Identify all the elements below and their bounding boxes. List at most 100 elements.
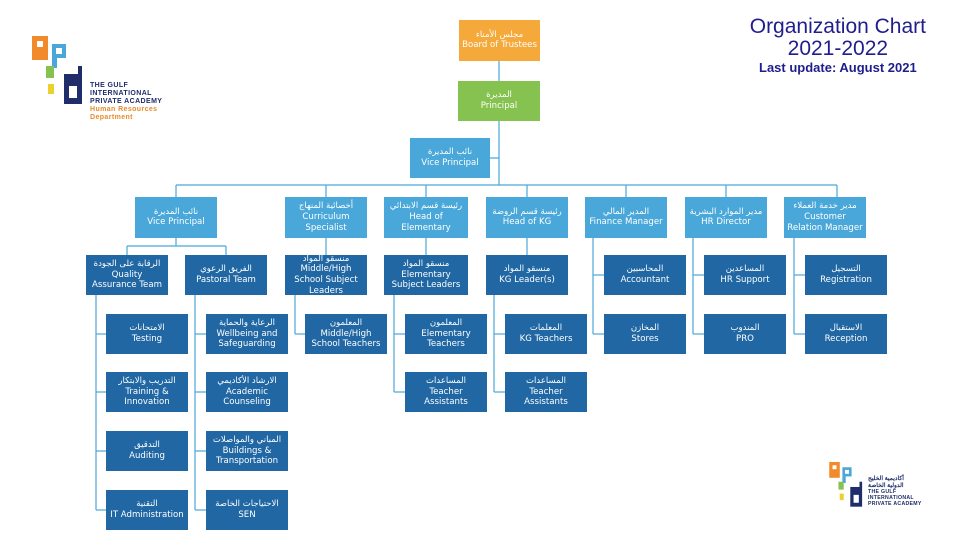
node-head-of-elementary: رئيسة قسم الابتدائي Head of Elementary	[384, 197, 468, 238]
node-board-ar: مجلس الأمناء	[475, 29, 524, 40]
node-mhs-subject-leaders: منسقو المواد Middle/High School Subject …	[285, 253, 367, 296]
node-sen: الاحتياجات الخاصة SEN	[206, 490, 288, 530]
node-elementary-teacher-assistants: المساعدات Teacher Assistants	[405, 372, 487, 412]
academy-name-small: أكاديمية الخليج الدولية الخاصة THE GULF …	[868, 476, 922, 508]
node-pro-ar: المندوب	[730, 323, 760, 334]
node-auditing-en: Auditing	[129, 450, 165, 461]
academy-logo-mark-small	[829, 462, 863, 507]
node-academic-counseling: الارشاد الأكاديمي Academic Counseling	[206, 372, 288, 412]
node-counseling-en: Academic Counseling	[223, 386, 271, 408]
node-hr-en: HR Director	[701, 217, 751, 228]
node-finance-manager: المدير المالي Finance Manager	[585, 197, 667, 238]
node-principal: المديرة Principal	[458, 81, 540, 121]
node-board-of-trustees: مجلس الأمناء Board of Trustees	[459, 20, 540, 61]
node-vp2-ar: نائب المديرة	[153, 206, 199, 217]
node-kg-teachers-en: KG Teachers	[519, 333, 573, 344]
node-it-ar: التقنية	[136, 499, 158, 510]
academy-arabic-line-2: الدولية الخاصة	[868, 482, 904, 489]
node-crm-en: Customer Relation Manager	[787, 212, 863, 233]
node-kg-teachers: المعلمات KG Teachers	[505, 314, 587, 354]
node-it-en: IT Administration	[110, 509, 184, 520]
node-wellbeing-en: Wellbeing and Safeguarding	[216, 328, 278, 350]
node-accountant: المحاسبين Accountant	[604, 255, 686, 295]
node-curriculum-ar: أخصائية المنهاج	[298, 201, 354, 212]
node-testing-en: Testing	[131, 333, 163, 344]
node-kg-leaders-ar: منسقو المواد	[503, 264, 551, 275]
node-elem-leaders-en: Elementary Subject Leaders	[391, 269, 461, 291]
node-head-kg-ar: رئيسة قسم الروضة	[492, 206, 562, 217]
node-training-ar: التدريب والابتكار	[118, 375, 176, 386]
node-kg-teacher-assistants: المساعدات Teacher Assistants	[505, 372, 587, 412]
node-buildings-en: Buildings & Transportation	[215, 445, 279, 467]
node-elementary-teachers: المعلمون Elementary Teachers	[405, 314, 487, 354]
node-stores-ar: المخازن	[630, 323, 660, 334]
academy-logo-mark	[32, 36, 82, 104]
node-registration-en: Registration	[820, 274, 872, 285]
academy-small-line-3: PRIVATE ACADEMY	[868, 500, 922, 507]
node-hr-support-en: HR Support	[720, 274, 770, 285]
node-training-en: Training & Innovation	[124, 386, 170, 408]
node-mhs-teachers-ar: المعلمون	[329, 317, 363, 328]
node-board-en: Board of Trustees	[462, 40, 537, 51]
node-hr-ar: مدير الموارد البشرية	[689, 206, 763, 217]
node-wellbeing-safeguarding: الرعاية والحماية Wellbeing and Safeguard…	[206, 314, 288, 354]
node-head-of-kg: رئيسة قسم الروضة Head of KG	[486, 197, 568, 238]
node-head-elem-en: Head of Elementary	[401, 212, 451, 233]
node-registration: التسجيل Registration	[805, 255, 887, 295]
node-stores: المخازن Stores	[604, 314, 686, 354]
node-hr-support-ar: المساعدين	[725, 264, 765, 275]
academy-name-line-2: INTERNATIONAL	[90, 90, 152, 98]
node-vice-principal: نائب المديرة Vice Principal	[135, 197, 217, 238]
node-mhs-teachers: المعلمون Middle/High School Teachers	[305, 314, 387, 354]
node-mhs-teachers-en: Middle/High School Teachers	[311, 328, 381, 350]
node-pastoral-ar: الفريق الرعوي	[200, 264, 252, 275]
node-training-innovation: التدريب والابتكار Training & Innovation	[106, 372, 188, 412]
node-finance-en: Finance Manager	[589, 217, 663, 228]
node-pastoral-team: الفريق الرعوي Pastoral Team	[185, 255, 267, 295]
node-it-administration: التقنية IT Administration	[106, 490, 188, 530]
title-line-1: Organization Chart	[749, 15, 926, 38]
chart-title: Organization Chart 2021-2022 Last update…	[749, 15, 926, 75]
department-line-1: Human Resources	[90, 106, 158, 114]
node-pro-en: PRO	[736, 333, 754, 344]
node-finance-ar: المدير المالي	[602, 206, 650, 217]
node-elementary-subject-leaders: منسقو المواد Elementary Subject Leaders	[384, 255, 468, 295]
node-curriculum-en: Curriculum Specialist	[302, 212, 350, 233]
node-vp-top-en: Vice Principal	[421, 157, 479, 168]
node-auditing-ar: التدقيق	[134, 440, 160, 451]
node-elem-teachers-ar: المعلمون	[429, 317, 463, 328]
node-quality-assurance-team: الرقابة على الجودة Quality Assurance Tea…	[86, 255, 168, 295]
node-pro: المندوب PRO	[704, 314, 786, 354]
academy-small-line-1: THE GULF	[868, 488, 897, 495]
node-reception-en: Reception	[824, 333, 868, 344]
node-vp-top-ar: نائب المديرة	[427, 147, 473, 158]
node-pastoral-en: Pastoral Team	[196, 274, 256, 285]
node-hr-director: مدير الموارد البشرية HR Director	[685, 197, 767, 238]
node-testing: الامتحانات Testing	[106, 314, 188, 354]
node-mhs-leaders-en: Middle/High School Subject Leaders	[294, 264, 358, 296]
node-reception: الاستقبال Reception	[805, 314, 887, 354]
title-line-2: 2021-2022	[787, 37, 889, 61]
academy-name-line-3: PRIVATE ACADEMY	[90, 98, 163, 106]
node-sen-en: SEN	[238, 509, 256, 520]
node-testing-ar: الامتحانات	[129, 323, 165, 334]
node-kg-teachers-ar: المعلمات	[529, 323, 563, 334]
node-buildings-ar: المباني والمواصلات	[212, 434, 282, 445]
department-line-2: Department	[90, 114, 133, 122]
node-qa-ar: الرقابة على الجودة	[93, 258, 161, 269]
node-accountant-en: Accountant	[620, 274, 670, 285]
node-sen-ar: الاحتياجات الخاصة	[215, 499, 279, 510]
node-head-kg-en: Head of KG	[502, 217, 552, 228]
node-mhs-leaders-ar: منسقو المواد	[302, 253, 350, 264]
node-qa-en: Quality Assurance Team	[92, 269, 162, 291]
node-curriculum-specialist: أخصائية المنهاج Curriculum Specialist	[285, 197, 367, 238]
node-auditing: التدقيق Auditing	[106, 431, 188, 471]
node-elem-teachers-en: Elementary Teachers	[421, 328, 471, 350]
node-principal-ar: المديرة	[486, 90, 512, 101]
node-crm-ar: مدير خدمة العملاء	[793, 201, 857, 212]
node-wellbeing-ar: الرعاية والحماية	[219, 317, 275, 328]
node-counseling-ar: الارشاد الأكاديمي	[217, 375, 277, 386]
academy-arabic-line-1: أكاديمية الخليج	[868, 476, 904, 482]
node-head-elem-ar: رئيسة قسم الابتدائي	[389, 201, 463, 212]
